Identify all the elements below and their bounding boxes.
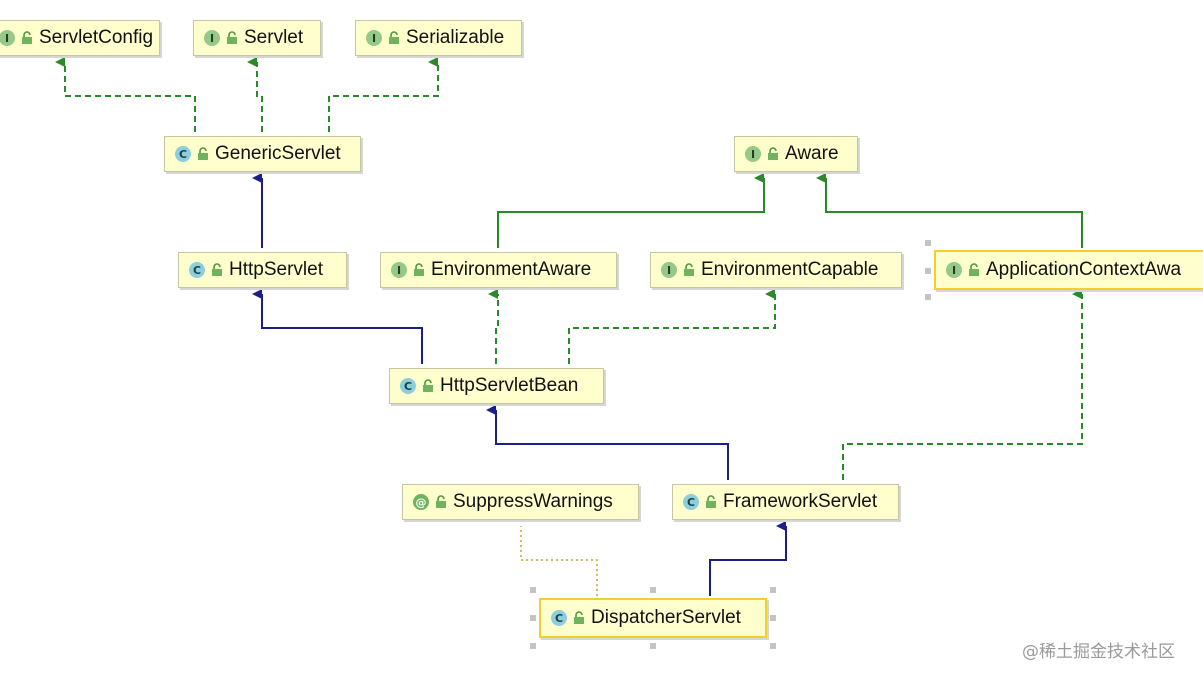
interface-icon: I — [204, 30, 220, 46]
class-icon: C — [175, 146, 191, 162]
edge-applicationcontextaware-aware — [816, 173, 1083, 248]
lock-icon — [21, 31, 33, 45]
edge-dispatcherservlet-frameworkservlet — [709, 521, 787, 596]
selection-handle[interactable] — [770, 587, 776, 593]
selection-handle[interactable] — [530, 643, 536, 649]
edge-frameworkservlet-httpservletbean — [486, 405, 729, 480]
edge-httpservletbean-environmentaware — [488, 289, 499, 364]
node-genericservlet[interactable]: C GenericServlet — [164, 136, 361, 172]
node-httpservlet[interactable]: C HttpServlet — [178, 252, 347, 288]
lock-icon — [683, 263, 695, 277]
edge-httpservletbean-environmentcapable — [568, 289, 776, 364]
interface-icon: I — [0, 30, 15, 46]
node-aware[interactable]: I Aware — [734, 136, 858, 172]
node-label: HttpServletBean — [440, 375, 579, 396]
lock-icon — [573, 611, 585, 625]
annotation-icon: @ — [413, 494, 429, 510]
interface-icon: I — [366, 30, 382, 46]
selection-handle[interactable] — [650, 643, 656, 649]
node-label: Serializable — [406, 27, 505, 48]
selection-handle[interactable] — [530, 587, 536, 593]
selection-handle[interactable] — [925, 240, 931, 246]
selection-handle[interactable] — [530, 615, 536, 621]
node-label: DispatcherServlet — [591, 607, 741, 628]
selection-handle[interactable] — [650, 587, 656, 593]
edge-genericservlet-serializable — [328, 57, 439, 132]
node-suppresswarnings[interactable]: @ SuppressWarnings — [402, 484, 639, 520]
edge-frameworkservlet-applicationcontextaware — [842, 289, 1083, 480]
edge-httpservletbean-httpservlet — [252, 289, 423, 364]
class-icon: C — [551, 610, 567, 626]
node-label: GenericServlet — [215, 143, 341, 164]
interface-icon: I — [661, 262, 677, 278]
lock-icon — [767, 147, 779, 161]
edge-dispatcherservlet-suppresswarnings — [520, 526, 598, 596]
class-icon: C — [683, 494, 699, 510]
watermark: @稀土掘金技术社区 — [1022, 642, 1175, 662]
node-label: SuppressWarnings — [453, 491, 613, 512]
lock-icon — [968, 263, 980, 277]
node-label: HttpServlet — [229, 259, 323, 280]
edge-genericservlet-servlet — [247, 57, 263, 132]
selection-handle[interactable] — [925, 294, 931, 300]
node-label: Aware — [785, 143, 839, 164]
lock-icon — [705, 495, 717, 509]
node-environmentaware[interactable]: I EnvironmentAware — [380, 252, 617, 288]
node-label: EnvironmentAware — [431, 259, 592, 280]
node-dispatcherservlet[interactable]: C DispatcherServlet — [539, 598, 767, 638]
node-label: ServletConfig — [39, 27, 154, 48]
lock-icon — [435, 495, 447, 509]
lock-icon — [413, 263, 425, 277]
selection-handle[interactable] — [770, 615, 776, 621]
class-icon: C — [400, 378, 416, 394]
node-serializable[interactable]: I Serializable — [355, 20, 522, 56]
node-label: ApplicationContextAwa — [986, 259, 1182, 280]
interface-icon: I — [745, 146, 761, 162]
interface-icon: I — [391, 262, 407, 278]
selection-handle[interactable] — [925, 268, 931, 274]
lock-icon — [422, 379, 434, 393]
node-applicationcontextaware[interactable]: I ApplicationContextAwa — [934, 250, 1203, 290]
node-frameworkservlet[interactable]: C FrameworkServlet — [672, 484, 899, 520]
selection-handle[interactable] — [770, 643, 776, 649]
node-label: EnvironmentCapable — [701, 259, 879, 280]
edge-genericservlet-servletconfig — [55, 57, 196, 132]
node-httpservletbean[interactable]: C HttpServletBean — [389, 368, 604, 404]
node-environmentcapable[interactable]: I EnvironmentCapable — [650, 252, 902, 288]
node-servlet[interactable]: I Servlet — [193, 20, 321, 56]
node-servletconfig[interactable]: I ServletConfig — [0, 20, 160, 56]
node-label: FrameworkServlet — [723, 491, 878, 512]
lock-icon — [197, 147, 209, 161]
interface-icon: I — [946, 262, 962, 278]
node-label: Servlet — [244, 27, 304, 48]
lock-icon — [388, 31, 400, 45]
edge-environmentaware-aware — [497, 173, 765, 248]
class-icon: C — [189, 262, 205, 278]
lock-icon — [211, 263, 223, 277]
lock-icon — [226, 31, 238, 45]
